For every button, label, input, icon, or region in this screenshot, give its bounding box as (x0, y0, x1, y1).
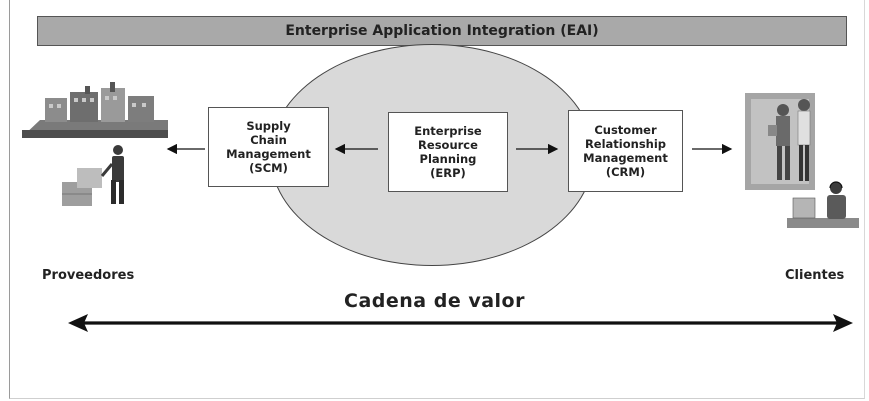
scm-box: Supply Chain Management (SCM) (208, 107, 329, 187)
value-chain-label: Cadena de valor (344, 290, 525, 312)
customers-meeting-icon (745, 93, 815, 190)
crm-box: Customer Relationship Management (CRM) (568, 110, 683, 192)
suppliers-label: Proveedores (42, 268, 135, 283)
call-center-agent-icon (787, 181, 859, 228)
worker-with-boxes-icon (62, 145, 124, 206)
eai-banner-title: Enterprise Application Integration (EAI) (285, 23, 599, 39)
erp-box: Enterprise Resource Planning (ERP) (388, 112, 508, 192)
factory-icon (22, 82, 168, 138)
erp-label: Enterprise Resource Planning (ERP) (414, 124, 482, 180)
diagram-frame (9, 0, 865, 399)
scm-label: Supply Chain Management (SCM) (226, 119, 311, 175)
eai-banner: Enterprise Application Integration (EAI) (37, 16, 847, 46)
customers-label: Clientes (785, 268, 845, 283)
value-chain-arrow (68, 314, 853, 332)
crm-label: Customer Relationship Management (CRM) (583, 123, 668, 179)
